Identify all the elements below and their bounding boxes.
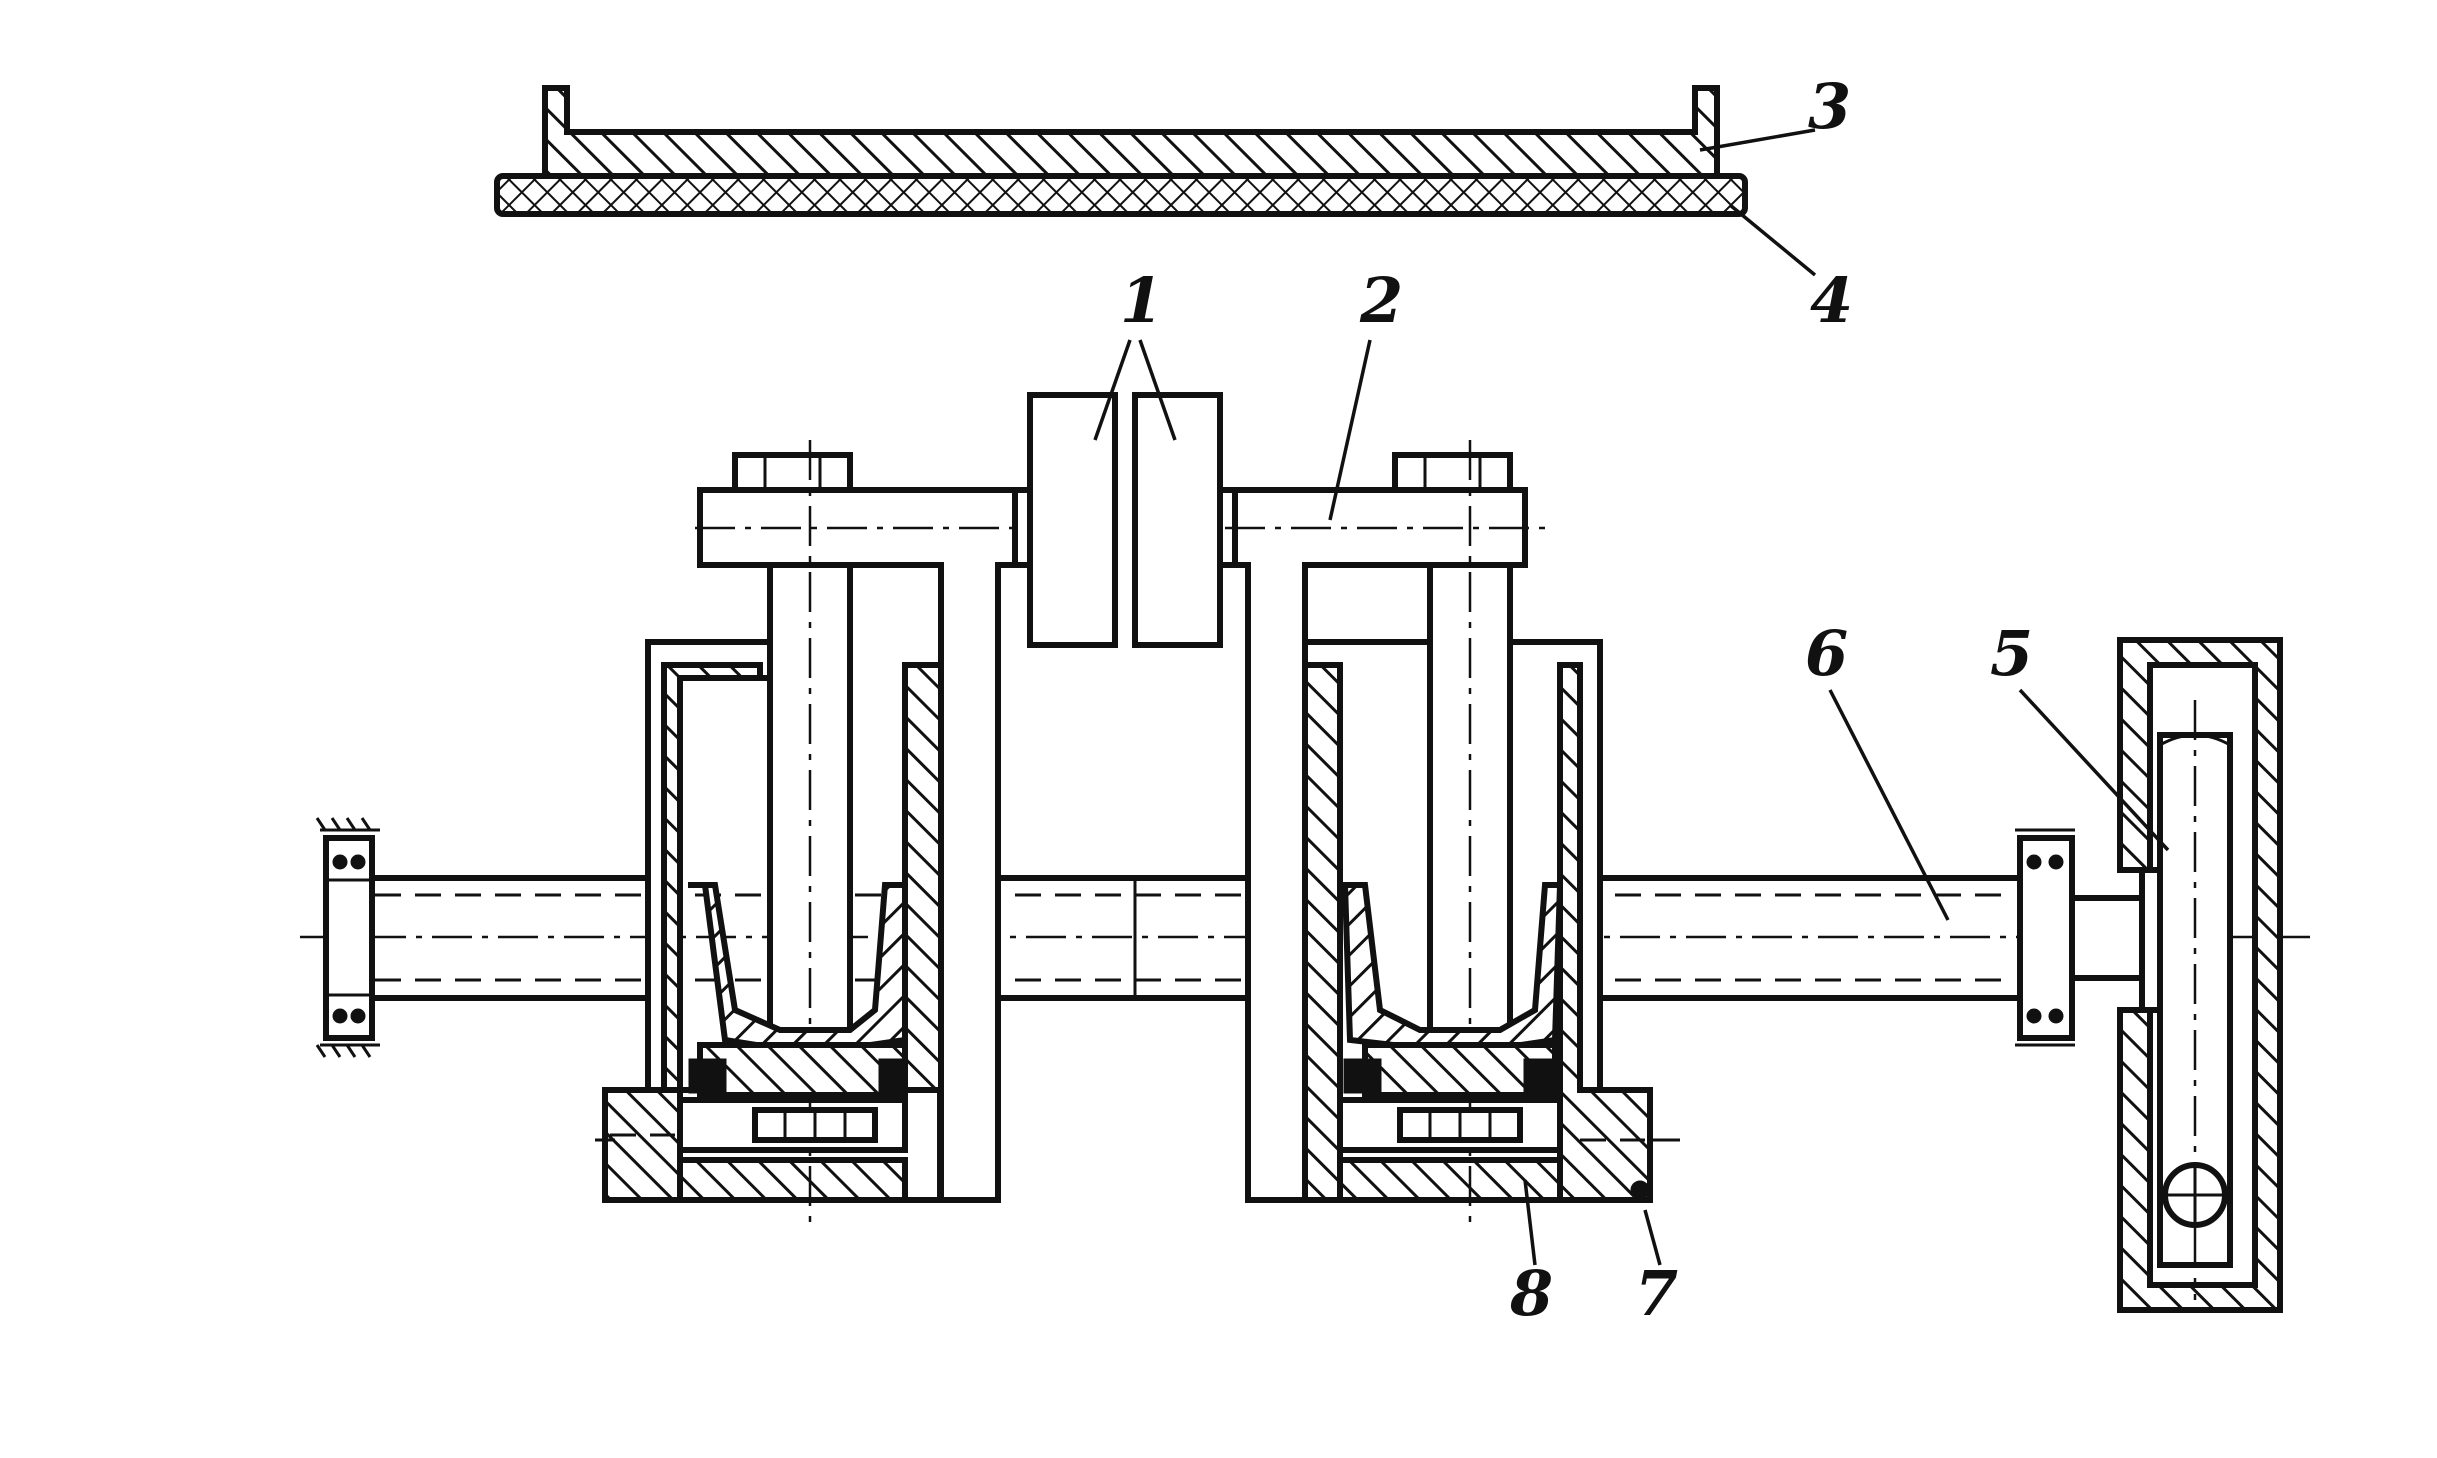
left-bearing (315, 817, 380, 1058)
label-6: 6 (1805, 617, 1848, 690)
right-bearing (2015, 828, 2075, 1047)
crank-lever-5 (2069, 637, 2283, 1313)
contacts-1 (1012, 392, 1238, 648)
left-cylinder-unit (595, 440, 1030, 1225)
tray-assembly (494, 85, 1748, 217)
label-3: 3 (1808, 70, 1851, 143)
right-cylinder-unit (1225, 440, 1680, 1225)
base-plate-4 (494, 173, 1748, 217)
leader-lines (1093, 128, 2170, 1266)
label-1: 1 (1120, 264, 1163, 337)
part-labels: 1 2 3 4 5 6 7 8 (1120, 70, 2033, 1330)
label-5: 5 (1990, 617, 2033, 690)
tray-3 (542, 85, 1720, 179)
label-2: 2 (1359, 264, 1403, 337)
label-4: 4 (1810, 264, 1853, 337)
label-8: 8 (1509, 1257, 1553, 1330)
shaft-6 (372, 875, 2020, 1001)
label-7: 7 (1635, 1257, 1678, 1330)
